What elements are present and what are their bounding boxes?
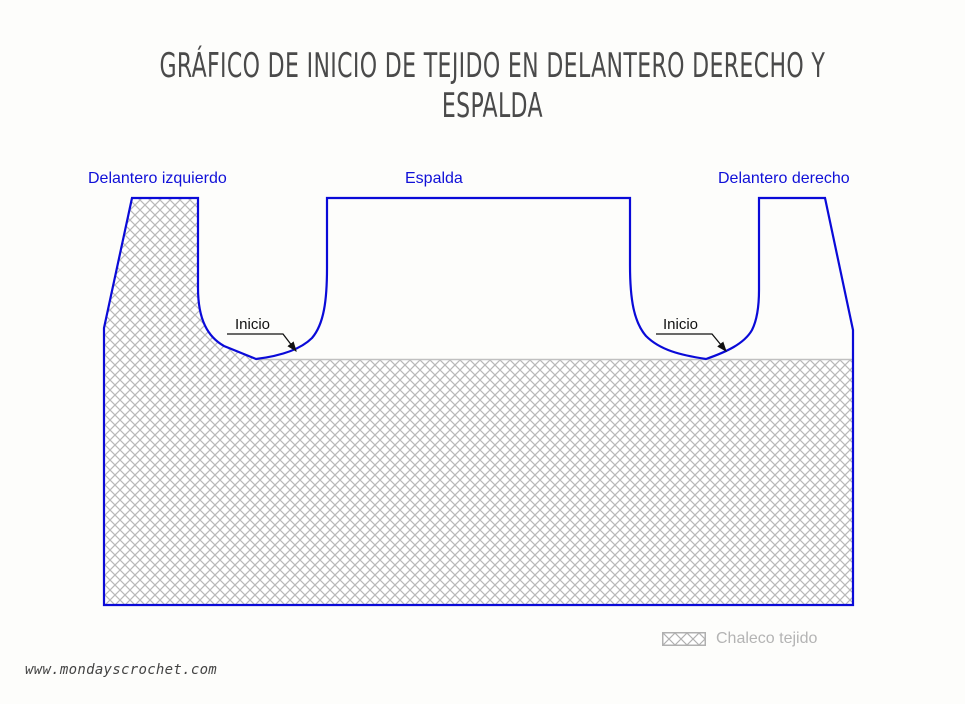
legend-label: Chaleco tejido xyxy=(716,630,818,647)
diagram-title: GRÁFICO DE INICIO DE TEJIDO EN DELANTERO… xyxy=(159,46,826,126)
label-left-front: Delantero izquierdo xyxy=(88,170,227,187)
vest-outline xyxy=(102,196,855,607)
start-marker-right xyxy=(656,333,727,353)
start-label-left: Inicio xyxy=(235,316,271,333)
knitted-area xyxy=(104,198,853,605)
label-right-front: Delantero derecho xyxy=(718,170,850,187)
crosshatch-swatch-icon xyxy=(662,632,706,646)
label-back: Espalda xyxy=(405,170,463,187)
legend: Chaleco tejido xyxy=(662,630,817,648)
start-label-right: Inicio xyxy=(663,316,699,333)
website-watermark: www.mondayscrochet.com xyxy=(25,662,218,678)
start-marker-left xyxy=(227,333,297,353)
